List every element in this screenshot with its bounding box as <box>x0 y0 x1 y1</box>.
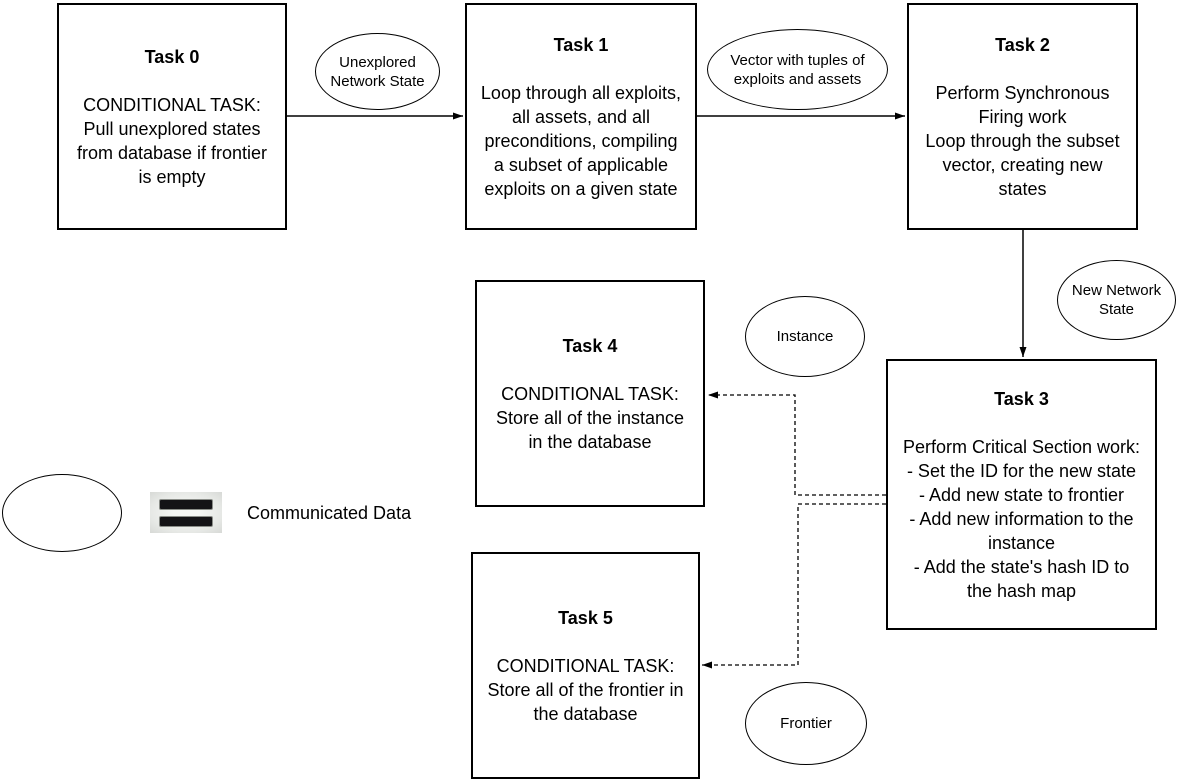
task1-body: Loop through all exploits, all assets, a… <box>480 82 682 199</box>
task1-title: Task 1 <box>553 34 609 55</box>
task1-box: Task 1 Loop through all exploits, all as… <box>465 3 697 230</box>
ellipse-vector-tuples: Vector with tuples of exploits and asset… <box>707 29 888 110</box>
task3-box: Task 3 Perform Critical Section work: - … <box>886 359 1157 630</box>
ellipse-vector-tuples-label: Vector with tuples of exploits and asset… <box>730 51 865 88</box>
task4-title: Task 4 <box>562 335 618 356</box>
task2-body: Perform Synchronous Firing work Loop thr… <box>925 82 1120 199</box>
ellipse-instance-label: Instance <box>776 328 834 345</box>
equals-bar-bottom <box>159 515 213 527</box>
task2-title: Task 2 <box>995 34 1050 55</box>
equals-bar-top <box>159 498 213 510</box>
ellipse-unexplored-network-state-label: Unexplored Network State <box>330 53 425 90</box>
task2-box: Task 2 Perform Synchronous Firing work L… <box>907 3 1138 230</box>
task5-body: CONDITIONAL TASK: Store all of the front… <box>487 655 684 724</box>
ellipse-frontier: Frontier <box>745 682 867 765</box>
ellipse-new-network-state-label: New Network State <box>1071 282 1162 318</box>
task0-box: Task 0 CONDITIONAL TASK: Pull unexplored… <box>57 3 287 230</box>
task5-title: Task 5 <box>558 607 613 628</box>
task3-title: Task 3 <box>994 388 1049 409</box>
ellipse-instance: Instance <box>745 296 865 377</box>
equals-icon <box>150 492 222 533</box>
task0-title: Task 0 <box>144 46 200 67</box>
task3-body: Perform Critical Section work: - Set the… <box>902 436 1141 601</box>
legend-label: Communicated Data <box>247 503 412 523</box>
legend-ellipse <box>2 474 122 552</box>
ellipse-new-network-state: New Network State <box>1057 260 1176 340</box>
ellipse-unexplored-network-state: Unexplored Network State <box>315 33 440 110</box>
task4-body: CONDITIONAL TASK: Store all of the insta… <box>495 383 685 452</box>
task5-box: Task 5 CONDITIONAL TASK: Store all of th… <box>471 552 700 779</box>
arrow-task3-to-task5-dashed <box>702 503 886 669</box>
arrow-task3-to-task4-dashed <box>708 391 886 496</box>
task4-box: Task 4 CONDITIONAL TASK: Store all of th… <box>475 280 705 507</box>
ellipse-frontier-label: Frontier <box>780 715 832 732</box>
task0-body: CONDITIONAL TASK: Pull unexplored states… <box>76 94 268 187</box>
